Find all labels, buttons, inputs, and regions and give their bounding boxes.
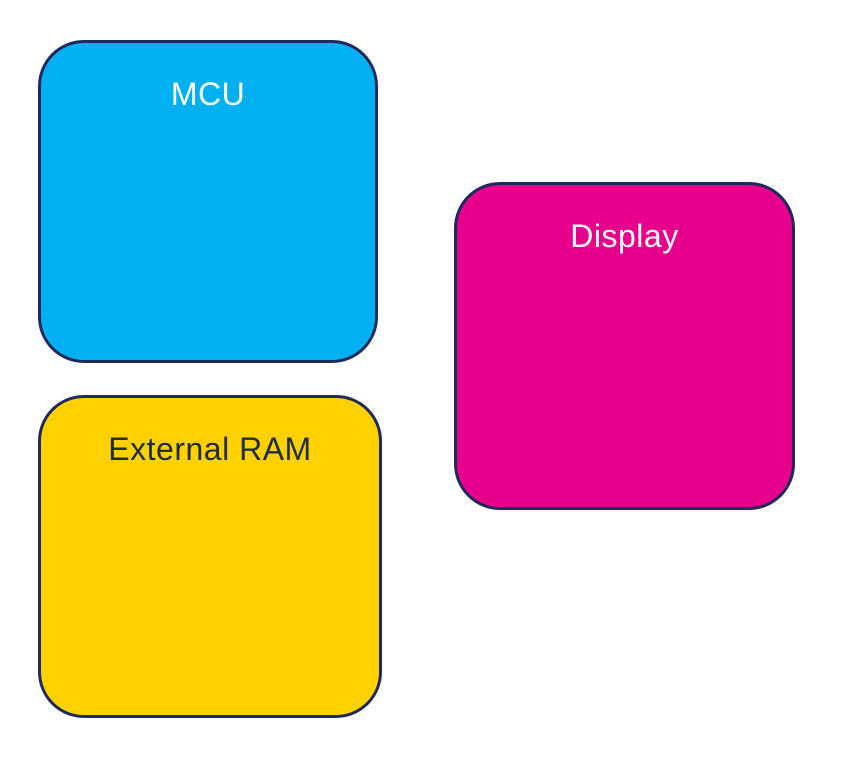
node-external-ram[interactable]: External RAM [38,395,382,718]
node-external-ram-label: External RAM [108,431,312,467]
node-mcu[interactable]: MCU [38,40,378,363]
node-display-label: Display [570,218,679,254]
node-mcu-label: MCU [170,76,246,112]
node-display[interactable]: Display [454,182,795,510]
